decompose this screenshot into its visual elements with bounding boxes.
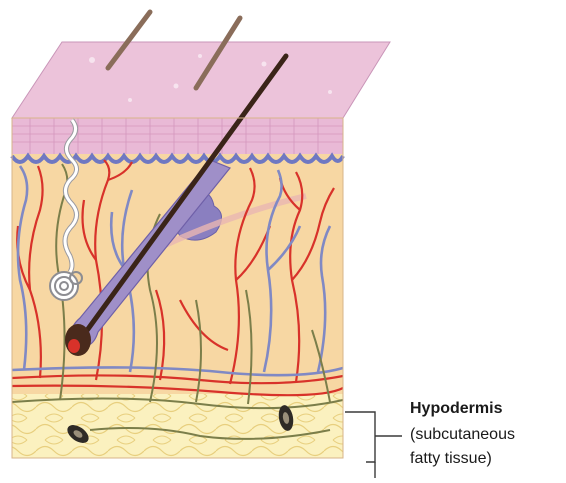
hypodermis-bracket (345, 412, 402, 462)
epidermis-layer (12, 118, 343, 154)
dermal-papilla (68, 339, 80, 353)
hypodermis-layer (12, 394, 343, 458)
hypodermis-subtitle-line-1: (subcutaneous (410, 426, 515, 444)
hypodermis-label: Hypodermis (410, 400, 502, 418)
hypodermis-subtitle-line-2: fatty tissue) (410, 450, 492, 468)
